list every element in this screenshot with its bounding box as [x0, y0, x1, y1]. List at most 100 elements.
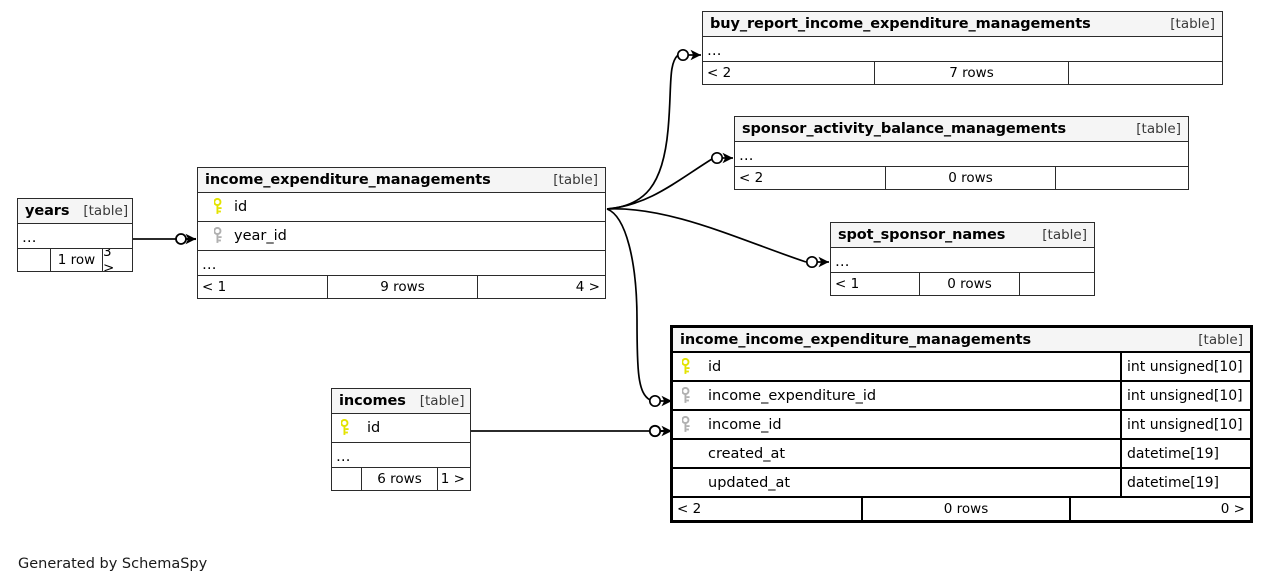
footer-rowcount: 0 rows: [919, 273, 1019, 295]
primary-key-icon: [338, 419, 355, 437]
table-header: income_income_expenditure_managements [t…: [673, 328, 1250, 353]
column-name-cell: income_id: [673, 415, 1120, 434]
footer-rowcount: 0 rows: [885, 167, 1055, 189]
table-type-label: [table]: [1042, 227, 1087, 243]
table-node-income-expenditure-managements[interactable]: income_expenditure_managements [table] i…: [197, 167, 606, 299]
footer-children: 0 >: [1069, 498, 1250, 520]
column-name-cell: id: [332, 419, 470, 437]
footer-parents: [332, 468, 361, 490]
table-column-row[interactable]: id: [198, 193, 605, 222]
table-footer: < 1 0 rows: [831, 273, 1094, 295]
footer-rowcount: 6 rows: [361, 468, 437, 490]
edge-to-income-income-expenditure-managements-fk: [606, 208, 672, 408]
table-name: incomes: [339, 393, 406, 409]
column-label: updated_at: [708, 474, 791, 491]
column-name-cell: income_expenditure_id: [673, 386, 1120, 405]
table-node-spot-sponsor-names[interactable]: spot_sponsor_names [table] … < 1 0 rows: [830, 222, 1095, 296]
column-name-cell: id: [673, 357, 1120, 376]
edge-years-to-income-expenditure-managements: [133, 233, 196, 245]
ellipsis-text: …: [835, 254, 850, 270]
ellipsis-text: …: [336, 449, 351, 465]
columns-ellipsis-row: …: [198, 251, 605, 276]
primary-key-icon: [679, 357, 696, 376]
ellipsis-text: …: [707, 43, 722, 59]
table-header: incomes [table]: [332, 389, 470, 414]
footer-parents: < 1: [835, 276, 860, 292]
table-node-sponsor-activity-balance-managements[interactable]: sponsor_activity_balance_managements [ta…: [734, 116, 1189, 190]
generator-credit: Generated by SchemaSpy: [18, 556, 208, 572]
table-column-row[interactable]: income_expenditure_id int unsigned[10]: [673, 382, 1250, 411]
footer-parents: < 1: [202, 279, 227, 295]
table-type-label: [table]: [1170, 16, 1215, 32]
table-node-incomes[interactable]: incomes [table] id … 6 rows 1 >: [331, 388, 471, 491]
footer-parents: < 2: [707, 65, 732, 81]
edge-to-spot-sponsor-names: [606, 208, 829, 269]
foreign-key-icon: [679, 415, 696, 434]
table-column-row[interactable]: income_id int unsigned[10]: [673, 411, 1250, 440]
ellipsis-text: …: [22, 230, 37, 246]
table-node-buy-report-income-expenditure-managements[interactable]: buy_report_income_expenditure_management…: [702, 11, 1223, 85]
footer-children: [1055, 167, 1188, 189]
column-label: id: [234, 199, 248, 215]
table-name: income_expenditure_managements: [205, 172, 491, 188]
table-footer: 1 row 3 >: [18, 249, 132, 271]
column-type: int unsigned[10]: [1120, 382, 1250, 409]
table-column-row[interactable]: created_at datetime[19]: [673, 440, 1250, 469]
table-footer: < 2 0 rows: [735, 167, 1188, 189]
column-label: id: [367, 420, 381, 436]
column-label: created_at: [708, 445, 786, 462]
table-node-years[interactable]: years [table] … 1 row 3 >: [17, 198, 133, 272]
column-name-cell: year_id: [198, 227, 605, 245]
table-footer: < 2 7 rows: [703, 62, 1222, 84]
table-column-row[interactable]: id int unsigned[10]: [673, 353, 1250, 382]
column-type: datetime[19]: [1120, 469, 1250, 496]
column-label: income_expenditure_id: [708, 387, 877, 404]
edge-to-sponsor-activity-balance-managements: [606, 151, 733, 210]
table-header: spot_sponsor_names [table]: [831, 223, 1094, 248]
column-type: int unsigned[10]: [1120, 411, 1250, 438]
ellipsis-text: …: [739, 148, 754, 164]
table-type-label: [table]: [553, 172, 598, 188]
table-type-label: [table]: [419, 393, 465, 409]
columns-ellipsis-row: …: [735, 142, 1188, 167]
edge-incomes-to-income-income-expenditure-managements: [471, 424, 672, 438]
table-column-row[interactable]: year_id: [198, 222, 605, 251]
foreign-key-icon: [204, 227, 234, 245]
footer-children: [1068, 62, 1222, 84]
table-header: years [table]: [18, 199, 132, 224]
table-footer: 6 rows 1 >: [332, 468, 470, 490]
table-footer: < 2 0 rows 0 >: [673, 498, 1250, 520]
ellipsis-text: …: [202, 257, 217, 273]
footer-rowcount: 1 row: [50, 249, 102, 271]
table-name: income_income_expenditure_managements: [680, 331, 1031, 348]
table-header: buy_report_income_expenditure_management…: [703, 12, 1222, 37]
column-label: income_id: [708, 416, 782, 433]
footer-parents: [18, 249, 50, 271]
edge-to-buy-report-income-expenditure-managements: [606, 48, 701, 210]
primary-key-icon: [204, 198, 234, 216]
table-name: sponsor_activity_balance_managements: [742, 121, 1066, 137]
table-column-row[interactable]: updated_at datetime[19]: [673, 469, 1250, 498]
columns-ellipsis-row: …: [332, 443, 470, 468]
footer-rowcount: 0 rows: [861, 498, 1069, 520]
column-type: datetime[19]: [1120, 440, 1250, 467]
table-column-row[interactable]: id: [332, 414, 470, 443]
table-type-label: [table]: [1136, 121, 1181, 137]
footer-parents: < 2: [739, 170, 764, 186]
table-header: sponsor_activity_balance_managements [ta…: [735, 117, 1188, 142]
foreign-key-icon: [679, 386, 696, 405]
table-name: years: [25, 203, 70, 219]
columns-ellipsis-row: …: [831, 248, 1094, 273]
footer-children: [1019, 273, 1094, 295]
table-type-label: [table]: [83, 203, 129, 219]
footer-children: 4 >: [477, 276, 605, 298]
columns-ellipsis-row: …: [703, 37, 1222, 62]
footer-rowcount: 7 rows: [874, 62, 1068, 84]
table-footer: < 1 9 rows 4 >: [198, 276, 605, 298]
column-label: id: [708, 358, 722, 375]
column-name-cell: created_at: [673, 446, 1120, 462]
table-node-income-income-expenditure-managements[interactable]: income_income_expenditure_managements [t…: [670, 325, 1253, 523]
table-type-label: [table]: [1198, 331, 1243, 348]
column-name-cell: id: [198, 198, 605, 216]
